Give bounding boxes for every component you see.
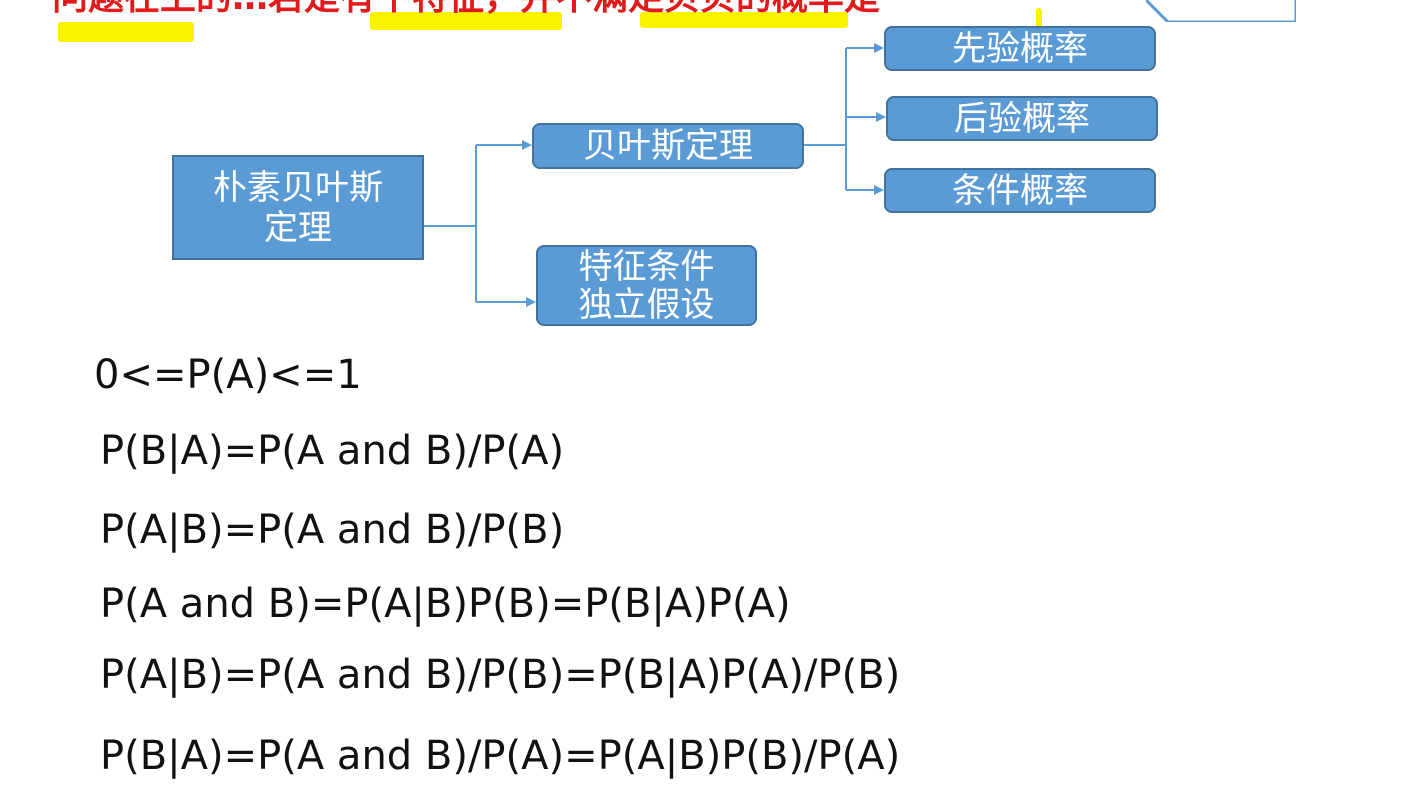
node-feature-independence-line2: 独立假设 — [578, 284, 715, 325]
node-conditional-probability: 条件概率 — [884, 168, 1156, 213]
node-bayes-theorem: 贝叶斯定理 — [532, 123, 804, 169]
formula-bayes-a-given-b: P(A|B)=P(A and B)/P(B)=P(B|A)P(A)/P(B) — [100, 652, 901, 698]
formula-bayes-b-given-a: P(B|A)=P(A and B)/P(A)=P(A|B)P(B)/P(A) — [100, 733, 901, 779]
node-prior-probability: 先验概率 — [884, 26, 1156, 71]
formula-conditional-b-given-a: P(B|A)=P(A and B)/P(A) — [100, 428, 565, 474]
highlight-mark-1 — [58, 22, 194, 42]
formula-probability-range: 0<=P(A)<=1 — [94, 352, 362, 398]
formula-joint-probability: P(A and B)=P(A|B)P(B)=P(B|A)P(A) — [100, 581, 791, 627]
node-naive-bayes-line2: 定理 — [264, 207, 332, 248]
highlight-mark-2 — [370, 12, 562, 30]
node-posterior-probability: 后验概率 — [886, 96, 1158, 141]
diagram-connectors — [423, 43, 886, 307]
formula-conditional-a-given-b: P(A|B)=P(A and B)/P(B) — [100, 507, 565, 553]
node-feature-independence-line1: 特征条件 — [578, 246, 715, 287]
header-partial-text: 问题在上的…若是有个特征，并不满足贝贝的概率是 — [52, 0, 1042, 18]
highlight-mark-4 — [1036, 8, 1042, 30]
highlight-mark-3 — [640, 12, 848, 28]
node-naive-bayes-line1: 朴素贝叶斯 — [213, 167, 383, 208]
node-naive-bayes: 朴素贝叶斯 定理 — [172, 155, 424, 260]
node-feature-independence: 特征条件 独立假设 — [536, 245, 757, 326]
callout-shape — [1146, 0, 1296, 22]
